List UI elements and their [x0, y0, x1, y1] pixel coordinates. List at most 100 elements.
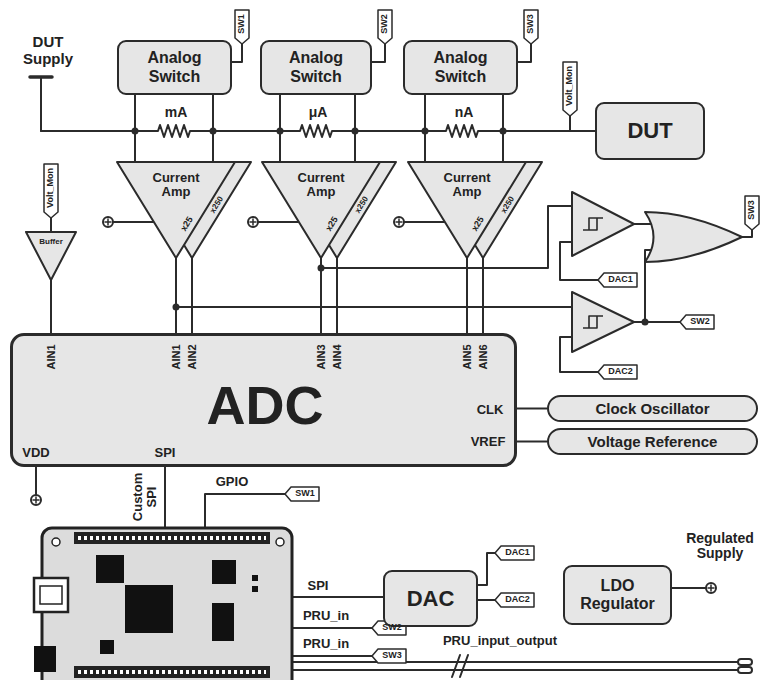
- comparator-input-wire: [176, 306, 572, 308]
- bus-end: [738, 659, 752, 665]
- amp-label: Current Amp: [288, 171, 354, 200]
- signal-flag: [495, 546, 534, 560]
- pin-label: AIN5: [462, 344, 473, 369]
- pin-label: AIN6: [478, 344, 489, 369]
- supply-wire: [40, 77, 42, 131]
- signal-flag-label: SW1: [295, 489, 315, 499]
- signal-wire: [279, 95, 281, 162]
- analog-switch-box: Analog Switch: [117, 40, 232, 95]
- pin-header-holes: [78, 670, 266, 674]
- signal-flag: [285, 487, 319, 501]
- switch-control-wire: [372, 44, 385, 62]
- hysteresis-symbol: [583, 218, 603, 230]
- resistor-label: nA: [455, 105, 474, 120]
- pin-label: AIN2: [187, 344, 198, 369]
- signal-wire: [517, 408, 547, 410]
- usb-connector: [40, 586, 62, 604]
- signal-flag: [563, 62, 577, 116]
- dac-box: DAC: [383, 570, 478, 627]
- board-chip: [212, 603, 234, 641]
- current-amp-triangle: Current Ampx25x250: [117, 162, 251, 258]
- mounting-hole: [276, 538, 284, 546]
- switch-control-wire: [518, 44, 531, 62]
- analog-switch-box: Analog Switch: [260, 40, 372, 95]
- signal-flag-label: SW3: [747, 200, 757, 220]
- regulated-supply-wire: [672, 587, 706, 589]
- bus-end: [738, 667, 752, 673]
- buffer-label: Buffer: [39, 238, 63, 246]
- signal-flag: [372, 649, 406, 663]
- voltage-monitor-wire: [50, 218, 52, 232]
- spi-wire: [164, 467, 166, 528]
- board-led: [252, 586, 258, 592]
- ldo-regulator-box: LDO Regulator: [563, 565, 672, 625]
- pin-header-holes: [78, 536, 266, 540]
- signal-wire: [424, 95, 426, 162]
- board-chip: [100, 640, 114, 654]
- reference-symbol: [394, 217, 404, 227]
- signal-wire: [320, 258, 322, 333]
- box-label: Analog Switch: [122, 49, 227, 86]
- block-title: ADC: [207, 378, 324, 432]
- pru-wire: [292, 627, 372, 629]
- dac-output-wire: [478, 553, 495, 585]
- supply-label: Regulated Supply: [678, 531, 762, 562]
- signal-flag: [598, 365, 637, 379]
- signal-flag-label: SW2: [690, 317, 710, 327]
- pru-bus: [292, 662, 738, 670]
- bus-label: PRU_input_output: [443, 634, 557, 648]
- reference-input-wire: [404, 221, 445, 223]
- signal-flag-label: DAC1: [505, 548, 530, 558]
- pin-label: SPI: [155, 446, 176, 459]
- signal-wire: [50, 280, 52, 333]
- triangle-outline: [408, 162, 526, 258]
- spi-wire: [292, 596, 383, 598]
- pin-label: VDD: [22, 446, 49, 459]
- triangle-outline: [117, 162, 235, 258]
- pin-header: [74, 532, 270, 544]
- signal-wire: [502, 95, 504, 162]
- comparator-output-wire: [634, 223, 651, 225]
- processor-chip: [125, 585, 173, 633]
- board-led: [252, 575, 258, 581]
- signal-flag-label: Volt_Mon: [46, 168, 56, 208]
- comparator-output-wire: [634, 321, 680, 323]
- board-chip: [212, 560, 236, 584]
- bus-label: PRU_in: [303, 609, 349, 623]
- bus-slash: [452, 655, 468, 677]
- signal-flag: [745, 196, 759, 230]
- junction-dot: [642, 319, 649, 326]
- signal-wire: [212, 95, 214, 162]
- reference-symbol: [396, 219, 402, 225]
- signal-flag: [44, 164, 58, 218]
- reference-symbol: [250, 219, 256, 225]
- dac-output-wire: [478, 599, 495, 601]
- signal-flag-label: DAC1: [608, 275, 633, 285]
- signal-flag-label: SW3: [382, 651, 402, 661]
- gpio-wire: [205, 494, 285, 528]
- or-output-wire: [742, 230, 752, 237]
- signal-wire: [175, 258, 177, 333]
- box-label: Analog Switch: [265, 49, 367, 86]
- resistor-label: μA: [309, 105, 328, 120]
- signal-flag: [372, 621, 406, 635]
- bus-label: Custom SPI: [131, 469, 160, 525]
- dut-box: DUT: [595, 102, 705, 160]
- bus-label: SPI: [308, 579, 329, 593]
- triangle-outline: [26, 232, 76, 280]
- supply-symbol: [708, 585, 714, 591]
- pin-label: AIN4: [332, 344, 343, 369]
- voltage-reference-box: Voltage Reference: [547, 428, 758, 455]
- box-label: DAC: [407, 586, 455, 611]
- box-label: Clock Oscillator: [595, 400, 709, 417]
- signal-flag: [235, 10, 249, 44]
- signal-wire: [517, 441, 547, 443]
- analog-switch-box: Analog Switch: [403, 40, 518, 95]
- signal-flag: [524, 10, 538, 44]
- switch-control-wire: [232, 44, 242, 62]
- signal-flag-label: Volt_Mon: [565, 66, 575, 106]
- supply-label: DUT Supply: [16, 34, 80, 67]
- current-amp-triangle: Current Ampx25x250: [408, 162, 542, 258]
